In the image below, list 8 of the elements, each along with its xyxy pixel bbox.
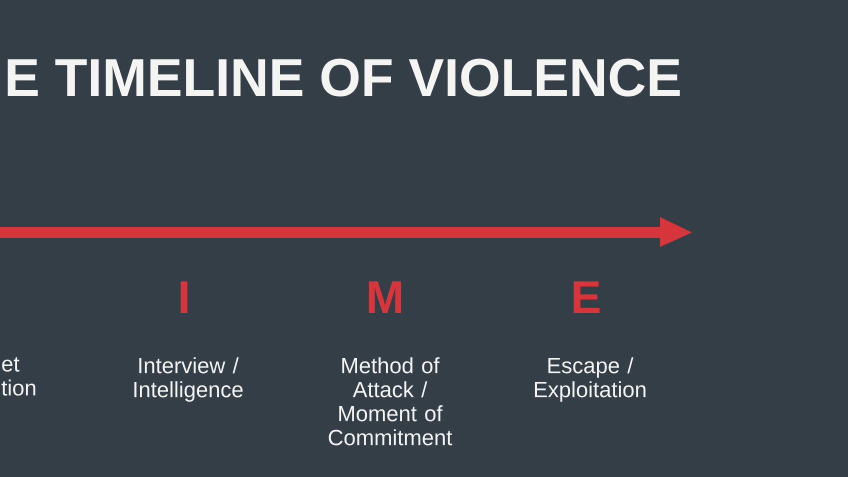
stage-label: Method of Attack / Moment of Commitment bbox=[328, 357, 452, 446]
title: E TIMELINE OF VIOLENCE bbox=[8, 58, 680, 97]
stage-label: Interview / Intelligence bbox=[134, 357, 243, 402]
stage-label: Escape / Exploitation bbox=[534, 357, 646, 402]
stage-letter: E bbox=[574, 281, 600, 313]
stage-label: et tion bbox=[2, 357, 36, 396]
stage-letter: M bbox=[368, 281, 402, 313]
stage-letter: I bbox=[180, 281, 188, 313]
